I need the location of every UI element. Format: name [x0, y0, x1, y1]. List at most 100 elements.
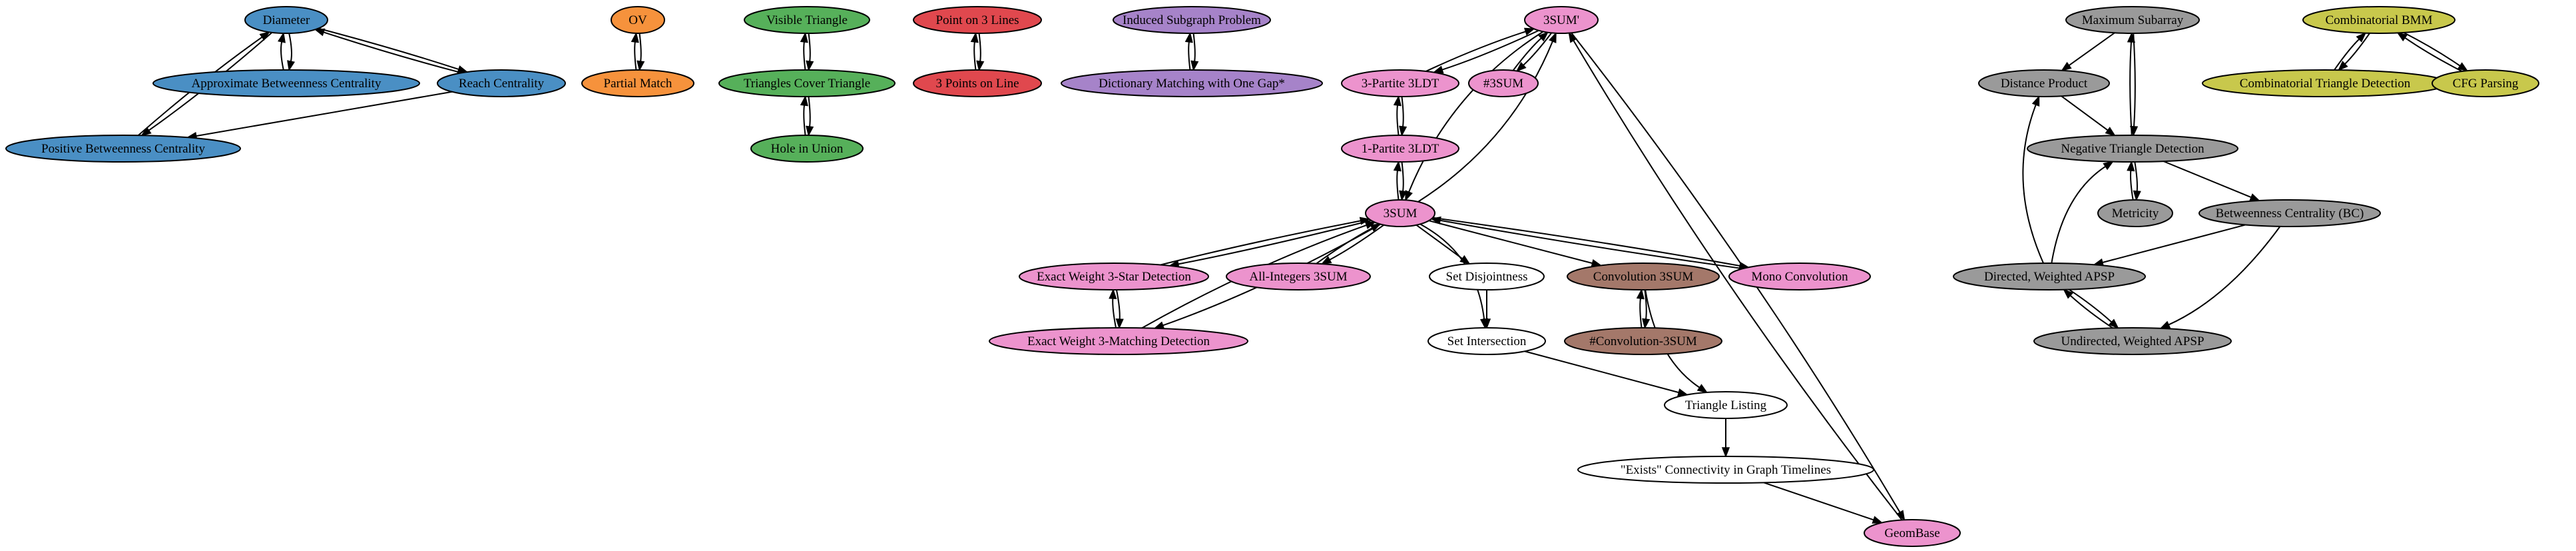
edge-negtri-to-bc [2163, 161, 2261, 201]
node-setint: Set Intersection [1427, 327, 1546, 355]
node-shape [2097, 199, 2173, 227]
edge-arrowhead [1393, 95, 1402, 107]
node-s3sumprime: 3SUM' [1524, 6, 1599, 34]
edge-arrowhead [976, 60, 985, 72]
edge-line [2134, 161, 2138, 192]
node-label: Directed, Weighted APSP [1984, 270, 2115, 284]
node-label: Approximate Betweenness Centrality [192, 77, 382, 91]
node-shape [2432, 69, 2539, 97]
edge-tcover-to-vtri [800, 31, 808, 71]
node-label: Combinatorial Triangle Detection [2240, 77, 2411, 91]
edge-line [2129, 41, 2133, 136]
node-label: Metricity [2112, 207, 2159, 221]
edge-mono-to-s3sum [1430, 216, 1743, 270]
node-shape [2302, 6, 2455, 34]
edge-line [1408, 31, 1544, 193]
edge-arrowhead [140, 127, 152, 137]
edge-maxsub-to-distprod [2061, 32, 2115, 71]
edge-arrowhead [1896, 510, 1906, 522]
node-shape [1564, 327, 1722, 355]
node-uapsp: Undirected, Weighted APSP [2033, 327, 2232, 355]
edge-line [2163, 161, 2252, 199]
edge-matching-to-star [1109, 288, 1117, 328]
node-label: All-Integers 3SUM [1249, 270, 1347, 284]
edge-arrowhead [314, 28, 326, 37]
edge-arrowhead [1696, 384, 1708, 394]
node-shape [1429, 263, 1545, 290]
edge-line [2068, 32, 2115, 67]
edge-s3sumprime-to-s3sum [1405, 31, 1544, 202]
edge-line [808, 33, 811, 62]
edge-arrowhead [2338, 61, 2348, 71]
node-p3line: 3 Points on Line [913, 69, 1042, 97]
edge-trilist-to-exists [1721, 418, 1730, 458]
edge-arrowhead [2159, 320, 2171, 329]
edge-s3sum-to-s3sumprime [1417, 31, 1557, 203]
node-shape [1728, 263, 1871, 290]
edge-s3sumprime-to-sharp3sum [1515, 32, 1553, 72]
edge-arrowhead [2356, 32, 2367, 43]
node-label: Convolution 3SUM [1593, 270, 1694, 284]
edge-arrowhead [631, 31, 639, 43]
edge-ctd-to-cbmm [2334, 32, 2367, 71]
edge-arrowhead [1109, 288, 1117, 300]
edge-line [1401, 96, 1404, 127]
node-shape [1567, 263, 1720, 290]
node-allint: All-Integers 3SUM [1226, 263, 1371, 290]
edge-dmatch-to-isp [1184, 31, 1193, 71]
edge-p3line-to-p3lines [970, 31, 979, 71]
node-ov: OV [611, 6, 665, 34]
edge-arrowhead [2108, 318, 2119, 329]
edge-line [318, 27, 459, 71]
edge-arrowhead [1364, 221, 1376, 229]
node-label: Mono Convolution [1751, 270, 1848, 284]
edge-geombase-to-s3sumprime [1568, 31, 1903, 521]
edge-negtri-to-metricity [2133, 161, 2141, 202]
edge-arrowhead [2396, 32, 2408, 42]
edge-arrowhead [1721, 447, 1730, 458]
edge-hole-to-tcover [800, 95, 808, 136]
node-shape [1061, 69, 1323, 97]
node-conv: Convolution 3SUM [1567, 263, 1720, 290]
edge-line [196, 91, 453, 137]
edge-arrowhead [970, 31, 979, 43]
node-label: #Convolution-3SUM [1589, 334, 1697, 348]
edge-line [1523, 32, 1553, 66]
edge-line [1419, 223, 1485, 320]
edge-line [1639, 298, 1643, 328]
node-shape [2198, 199, 2381, 227]
node-cbmm: Combinatorial BMM [2302, 6, 2455, 34]
edge-line [2022, 104, 2045, 264]
edge-exists-to-geombase [1763, 482, 1884, 524]
edge-line [1112, 298, 1117, 328]
node-label: 3SUM' [1543, 13, 1579, 27]
node-label: Dictionary Matching with One Gap* [1099, 77, 1285, 91]
edge-line [2133, 33, 2136, 127]
node-shape [718, 69, 896, 97]
edge-p3ldt3-to-p3ldt1 [1399, 96, 1408, 137]
edge-isp-to-dmatch [1190, 33, 1199, 72]
edge-cfg-to-cbmm [2396, 32, 2463, 72]
node-shape [913, 6, 1042, 34]
edge-line [1417, 41, 1553, 203]
node-shape [1664, 391, 1788, 419]
edge-ov-to-pmatch [637, 33, 645, 72]
node-shape [437, 69, 566, 97]
node-p3lines: Point on 3 Lines [913, 6, 1042, 34]
edge-arrowhead [1190, 60, 1199, 72]
edge-arrowhead [806, 60, 814, 72]
edge-arrowhead [2061, 61, 2072, 71]
edge-line [1428, 220, 1593, 265]
edge-line [1115, 289, 1121, 320]
node-label: Set Disjointness [1446, 270, 1528, 284]
edge-line [808, 96, 811, 127]
edge-line [978, 33, 981, 62]
node-reach: Reach Centrality [437, 69, 566, 97]
edge-arrowhead [800, 95, 808, 107]
node-p3ldt3: 3-Partite 3LDT [1341, 69, 1459, 97]
edge-line [2069, 294, 2113, 329]
node-distprod: Distance Product [1978, 69, 2110, 97]
edge-pmatch-to-ov [631, 31, 639, 71]
edge-arrowhead [1568, 31, 1577, 43]
edge-p3ldt3-to-s3sumprime [1425, 27, 1535, 72]
